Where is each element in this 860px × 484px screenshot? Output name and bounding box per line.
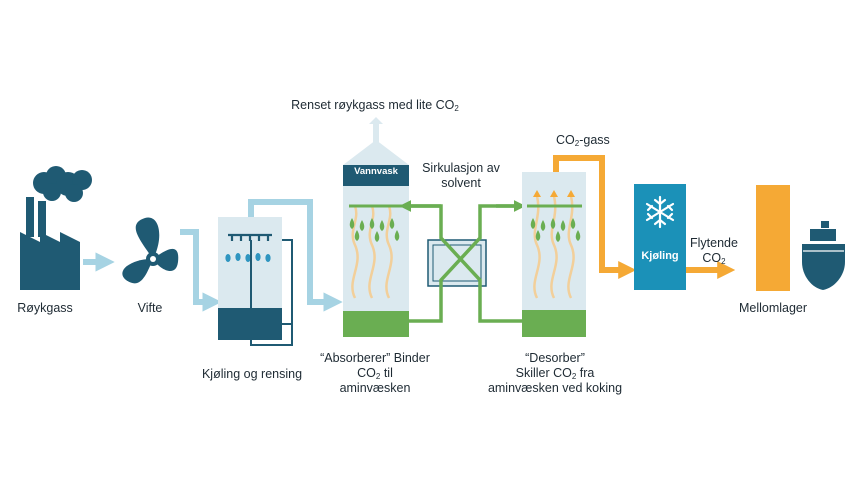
absorber-column bbox=[343, 117, 409, 337]
factory-icon bbox=[20, 166, 92, 290]
label-vannvask: Vannvask bbox=[354, 166, 398, 177]
label-kjoling-rensing: Kjøling og rensing bbox=[201, 367, 303, 381]
label-desorber: “Desorber” Skiller CO2 fra aminvæsken ve… bbox=[480, 351, 630, 396]
label-roykgass: Røykgass bbox=[17, 301, 73, 315]
label-renset-roykgass: Renset røykgass med lite CO2 bbox=[291, 98, 459, 113]
label-absorber-line2: CO2 til bbox=[357, 366, 393, 381]
pipe-cooler-to-absorber bbox=[248, 199, 343, 312]
label-kjoling: Kjøling bbox=[641, 250, 679, 262]
intermediate-storage-tank bbox=[756, 185, 790, 291]
label-mellomlager: Mellomlager bbox=[738, 301, 808, 315]
spray-nozzle-icon bbox=[228, 233, 272, 241]
label-sirkulasjon: Sirkulasjon av solvent bbox=[418, 161, 504, 191]
label-absorber: “Absorberer” Binder CO2 til aminvæsken bbox=[305, 351, 445, 396]
label-sirkulasjon-line1: Sirkulasjon av bbox=[422, 161, 500, 175]
label-flytende-line1: Flytende bbox=[690, 236, 738, 250]
label-desorber-line3: aminvæsken ved koking bbox=[487, 381, 623, 395]
solvent-circulation-pipes bbox=[409, 204, 522, 323]
desorber-column bbox=[522, 172, 586, 337]
label-vifte: Vifte bbox=[137, 301, 163, 315]
ship-icon bbox=[802, 221, 845, 290]
label-flytende-co2: Flytende CO2 bbox=[686, 236, 742, 266]
label-sirkulasjon-line2: solvent bbox=[441, 176, 481, 190]
label-absorber-line3: aminvæsken bbox=[339, 381, 411, 395]
cooling-unit bbox=[634, 184, 686, 290]
co2-gas-pipe bbox=[553, 155, 637, 279]
label-desorber-line1: “Desorber” bbox=[525, 351, 585, 365]
label-flytende-line2: CO2 bbox=[702, 251, 726, 266]
snowflake-icon bbox=[645, 195, 675, 229]
label-desorber-line2: Skiller CO2 fra bbox=[515, 366, 595, 381]
pipe-fan-to-cooler bbox=[180, 229, 222, 312]
label-co2-gass: CO2-gass bbox=[556, 133, 610, 148]
fan-icon bbox=[122, 217, 179, 284]
label-absorber-line1: “Absorberer” Binder bbox=[320, 351, 430, 365]
